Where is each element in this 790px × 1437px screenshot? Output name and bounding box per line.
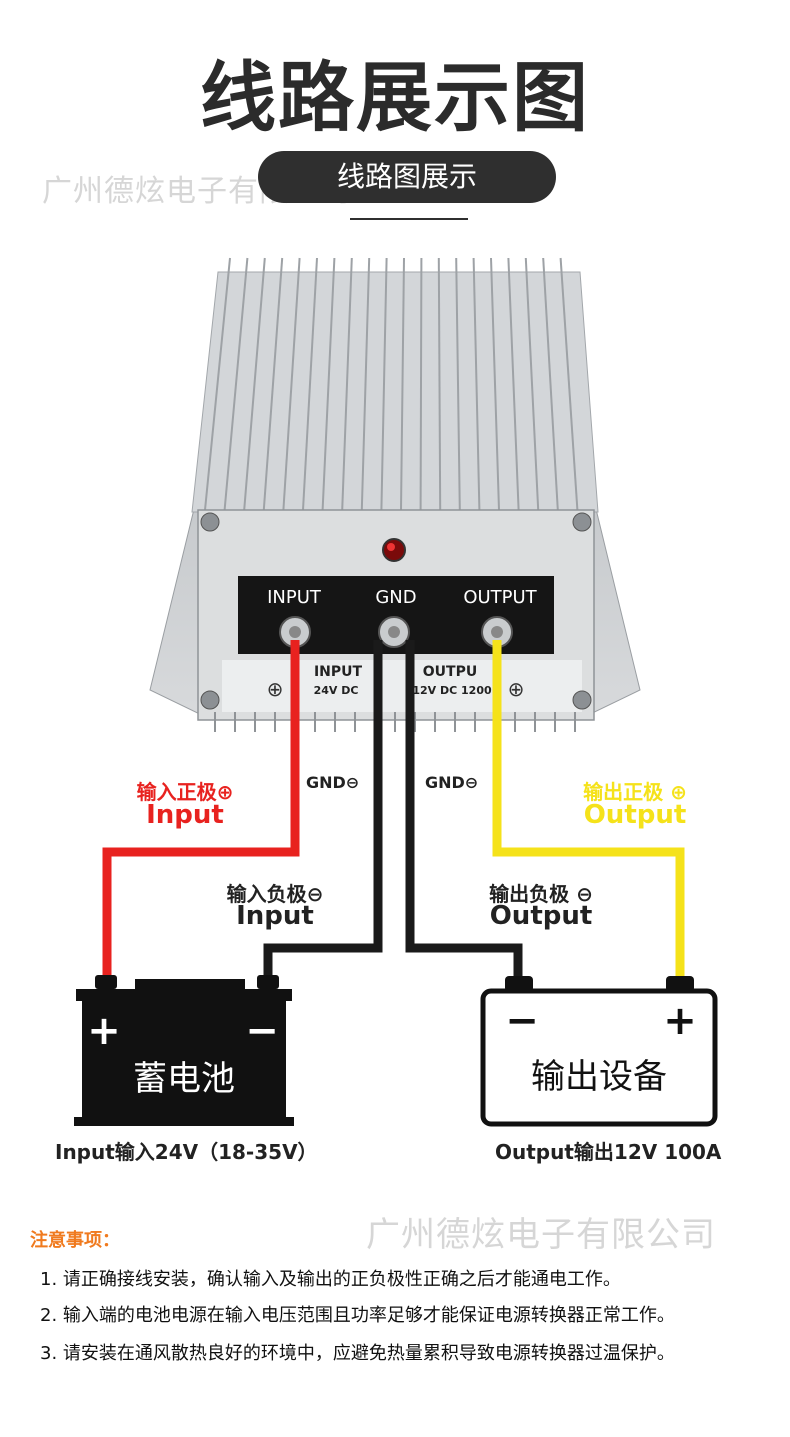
panel-screws <box>200 512 592 710</box>
label-output-positive-en: Output <box>583 800 687 830</box>
note-item-3: 3. 请安装在通风散热良好的环境中，应避免热量累积导致电源转换器过温保护。 <box>40 1343 675 1364</box>
device-negative-post <box>505 976 533 992</box>
plate-label-output: OUTPU <box>423 664 477 680</box>
label-input-negative-en: Input <box>236 901 314 931</box>
converter-unit: INPUT GND OUTPUT ⊕ INPUT 24V DC OUTPU 12… <box>149 257 641 732</box>
wiring-diagram: INPUT GND OUTPUT ⊕ INPUT 24V DC OUTPU 12… <box>74 257 718 1127</box>
heatsink-fin <box>360 257 371 511</box>
device-body <box>480 988 718 1127</box>
heatsink-fin <box>223 257 249 511</box>
output-device: − + 输出设备 <box>480 976 718 1127</box>
label-output-negative-cn: 输出负极 ⊖ <box>489 882 593 906</box>
heatsink-fin <box>542 257 559 511</box>
plate-plus-symbol-left: ⊕ <box>267 677 284 701</box>
plate-label-output-voltage: 12V DC 1200 <box>412 684 492 697</box>
device-minus-sign: − <box>505 998 539 1044</box>
terminal-label-gnd: GND <box>375 587 416 608</box>
wire-output-positive <box>492 640 685 980</box>
battery-top-cap <box>135 979 245 989</box>
heatsink-fins <box>204 257 579 511</box>
battery-minus-sign: − <box>245 1008 279 1054</box>
terminal-posts <box>279 616 513 648</box>
battery-plus-sign: + <box>87 1008 121 1054</box>
heatsink-fin <box>472 257 481 511</box>
heatsink-fin <box>559 257 579 511</box>
heatsink-fin <box>380 257 388 511</box>
heatsink-fin <box>204 257 231 511</box>
device-positive-post <box>666 976 694 992</box>
terminal-label-input: INPUT <box>267 587 322 608</box>
heatsink-fin <box>490 257 500 511</box>
heatsink-fin <box>524 257 540 511</box>
subtitle-badge: 线路图展示 <box>258 151 556 203</box>
battery-base <box>74 1117 294 1126</box>
heatsink-fin <box>419 257 423 511</box>
heatsink-fin <box>455 257 461 511</box>
heatsink-fin <box>321 257 336 511</box>
label-input-positive-cn: 输入正极⊕ <box>136 780 234 804</box>
label-input-negative-cn: 输入负极⊖ <box>226 882 324 906</box>
heatsink-fin <box>437 257 442 511</box>
notes-title: 注意事项： <box>30 1230 120 1251</box>
label-gnd-right: GND⊖ <box>425 773 479 792</box>
label-output-positive-cn: 输出正极 ⊕ <box>583 780 687 804</box>
battery-lid <box>76 989 292 1001</box>
wire-input-positive <box>102 640 300 980</box>
battery-body <box>82 1001 286 1117</box>
heatsink-fin <box>302 257 318 511</box>
subtitle-underline <box>350 218 468 220</box>
device-label: 输出设备 <box>531 1057 667 1097</box>
battery-label: 蓄电池 <box>133 1059 235 1099</box>
heatsink-fin <box>341 257 353 511</box>
battery-negative-post <box>257 975 279 989</box>
heatsink-fin <box>400 257 405 511</box>
battery-positive-post <box>95 975 117 989</box>
watermark-bottom: 广州德炫电子有限公司 <box>366 1215 716 1255</box>
plate-label-input: INPUT <box>314 664 363 680</box>
page-title: 线路展示图 <box>200 53 590 142</box>
battery: + − 蓄电池 <box>74 975 294 1126</box>
wire-output-negative <box>405 640 523 980</box>
plate-label-input-voltage: 24V DC <box>314 684 359 697</box>
wires <box>102 640 685 980</box>
device-caption: Output输出12V 100A <box>495 1140 722 1164</box>
note-item-1: 1. 请正确接线安装，确认输入及输出的正负极性正确之后才能通电工作。 <box>40 1269 621 1290</box>
status-led-glow <box>387 543 395 551</box>
plate-plus-symbol-right: ⊕ <box>508 677 525 701</box>
heatsink-fin <box>243 257 266 511</box>
status-led <box>382 538 406 562</box>
battery-caption: Input输入24V（18-35V） <box>55 1140 318 1164</box>
heatsink-fin <box>282 257 301 511</box>
label-gnd-left: GND⊖ <box>306 773 360 792</box>
terminal-label-output: OUTPUT <box>463 587 537 608</box>
heatsink-fin <box>262 257 284 511</box>
label-plate <box>222 660 582 712</box>
label-output-negative-en: Output <box>489 901 593 931</box>
label-input-positive-en: Input <box>146 800 224 830</box>
heatsink-fin <box>507 257 520 511</box>
wire-input-negative <box>263 640 383 980</box>
device-plus-sign: + <box>663 998 697 1044</box>
note-item-2: 2. 输入端的电池电源在输入电压范围且功率足够才能保证电源转换器正常工作。 <box>40 1305 675 1326</box>
